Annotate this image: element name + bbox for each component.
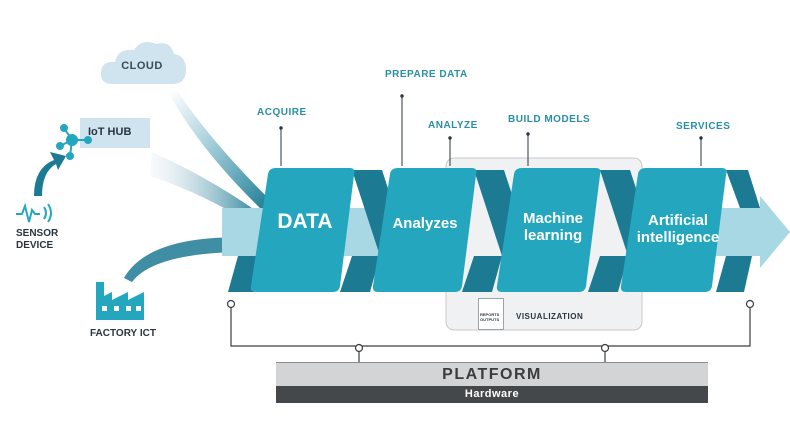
block-ai-label: Artificial intelligence: [628, 212, 728, 247]
step-prepare-data: PREPARE DATA: [385, 69, 468, 80]
ai-line2: intelligence: [636, 229, 720, 247]
platform-connectors: [226, 299, 755, 362]
block-machine-learning-label: Machine learning: [506, 210, 600, 245]
doc-text-line1: REPORTS: [480, 312, 500, 317]
sensor-device-label: SENSOR DEVICE: [16, 228, 58, 252]
visualization-label: VISUALIZATION: [516, 312, 584, 321]
factory-ict-label: FACTORY ICT: [90, 328, 156, 339]
platform-bar: PLATFORM: [276, 362, 708, 386]
step-analyze: ANALYZE: [428, 120, 478, 131]
iot-hub-label: IoT HUB: [88, 126, 132, 138]
factory-icon: [96, 282, 144, 320]
band-4: [726, 170, 760, 208]
iot-hub-box: [80, 118, 150, 148]
hub-network-icon: [56, 124, 92, 160]
sensor-to-hub-arrow: [34, 152, 66, 196]
block-machine-learning: [496, 168, 601, 292]
band-1b: [340, 256, 380, 292]
cloud-stream: [168, 92, 268, 210]
block-analyzes-label: Analyzes: [392, 215, 458, 232]
ml-line2: learning: [523, 227, 583, 245]
block-data-label: DATA: [277, 210, 333, 233]
step-leaders: [279, 94, 703, 166]
sensor-label-line1: SENSOR: [16, 228, 59, 239]
band-4b: [716, 256, 752, 292]
block-artificial-intelligence: [620, 168, 727, 292]
ml-line1: Machine: [522, 210, 583, 227]
cloud-label: CLOUD: [121, 60, 163, 72]
step-build-models: BUILD MODELS: [508, 114, 591, 125]
block-data: [250, 168, 355, 292]
sensor-label-line2: DEVICE: [16, 240, 54, 251]
step-services: SERVICES: [676, 121, 731, 132]
step-acquire: ACQUIRE: [257, 107, 307, 118]
hardware-bar: Hardware: [276, 386, 708, 403]
sensor-icon: [16, 202, 52, 223]
ai-line1: Artificial: [647, 212, 708, 229]
report-document-icon: [478, 298, 504, 330]
cloud-icon: [100, 42, 186, 84]
band-2b: [462, 256, 502, 292]
doc-text-line2: OUTPUTS: [480, 317, 500, 322]
doc-text: REPORTS OUTPUTS: [480, 312, 499, 322]
block-analyzes: [372, 168, 477, 292]
band-3b: [588, 256, 628, 292]
